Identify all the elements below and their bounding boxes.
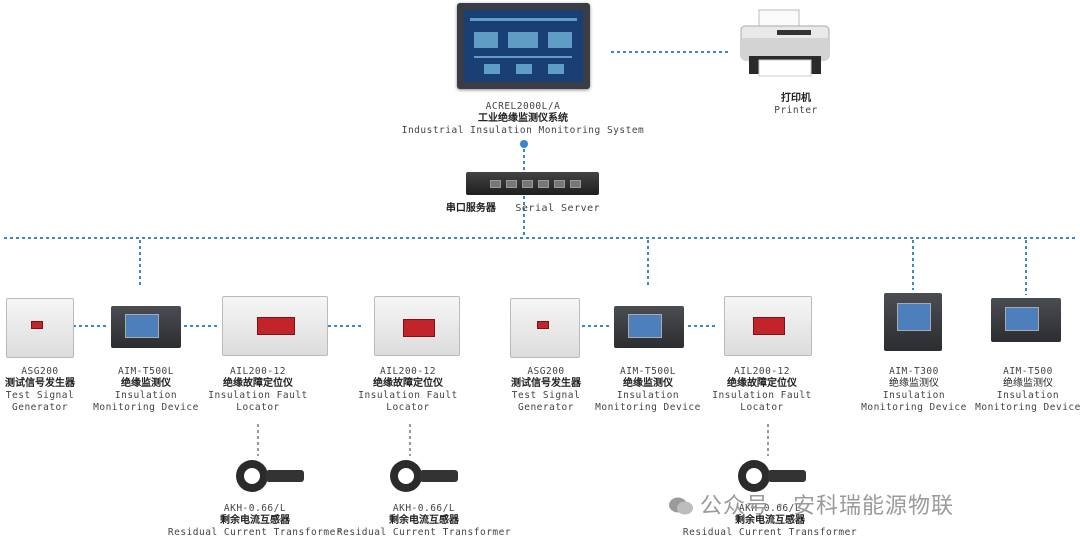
system-model: ACREL2000L/A	[485, 101, 561, 112]
device-name-en: Test Signal	[511, 390, 581, 401]
device-model: AIL200-12	[230, 366, 286, 377]
aim-t500-device-image	[991, 298, 1061, 342]
printer-name-en: Printer	[774, 105, 818, 116]
asg200-device-image	[6, 298, 74, 358]
device-name-en: Insulation	[616, 390, 680, 401]
device-name-en-2: Monitoring Device	[861, 402, 967, 413]
device-name-cn: 测试信号发生器	[5, 378, 75, 389]
device-name-en-2: Monitoring Device	[975, 402, 1080, 413]
device-label-ail200-3: AIL200-12 绝缘故障定位仪 Insulation Fault Locat…	[712, 366, 812, 414]
device-name-en-2: Locator	[740, 402, 784, 413]
printer-icon	[740, 9, 830, 77]
current-transformer-icon-3	[738, 460, 806, 492]
device-name-en-2: Generator	[12, 402, 68, 413]
transformer-name-en: Residual Current Transformer	[682, 527, 858, 538]
device-model: AIM-T500	[1003, 366, 1053, 377]
transformer-label-2: AKH-0.66/L 剩余电流互感器 Residual Current Tran…	[337, 503, 511, 539]
device-label-ail200-2: AIL200-12 绝缘故障定位仪 Insulation Fault Locat…	[358, 366, 458, 414]
ail200-device-image-2	[374, 296, 460, 356]
device-model: ASG200	[527, 366, 565, 377]
serial-server-name-en: Serial Server	[515, 203, 601, 214]
device-name-en-2: Generator	[518, 402, 574, 413]
device-name-en: Insulation	[114, 390, 178, 401]
transformer-label: AKH-0.66/L 剩余电流互感器 Residual Current Tran…	[168, 503, 342, 539]
device-label-aim-t300: AIM-T300 绝缘监测仪 Insulation Monitoring Dev…	[861, 366, 967, 414]
system-label: ACREL2000L/A 工业绝缘监测仪系统 Industrial Insula…	[402, 101, 645, 137]
device-name-cn: 绝缘监测仪	[888, 378, 939, 389]
device-name-cn: 绝缘故障定位仪	[222, 378, 293, 389]
device-name-en: Insulation	[882, 390, 946, 401]
serial-server-label: 串口服务器 Serial Server	[446, 203, 600, 215]
transformer-name-cn: 剩余电流互感器	[220, 515, 290, 526]
device-name-en: Insulation	[996, 390, 1060, 401]
aim-t500l-device-image-2	[614, 306, 684, 348]
device-label-asg200: ASG200 测试信号发生器 Test Signal Generator	[5, 366, 75, 414]
current-transformer-icon	[236, 460, 304, 492]
transformer-name-en: Residual Current Transformer	[167, 527, 343, 538]
device-model: AIL200-12	[734, 366, 790, 377]
wechat-icon	[669, 497, 693, 515]
device-name-cn: 绝缘监测仪	[1002, 378, 1053, 389]
device-name-cn: 绝缘监测仪	[622, 378, 673, 389]
transformer-name-cn: 剩余电流互感器	[389, 515, 459, 526]
device-model: AIM-T500L	[118, 366, 174, 377]
transformer-model: AKH-0.66/L	[392, 503, 456, 514]
ail200-device-image-3	[724, 296, 812, 356]
transformer-model: AKH-0.66/L	[738, 503, 802, 514]
device-name-cn: 测试信号发生器	[511, 378, 581, 389]
device-label-aim-t500l: AIM-T500L 绝缘监测仪 Insulation Monitoring De…	[93, 366, 199, 414]
system-name-cn: 工业绝缘监测仪系统	[478, 113, 568, 124]
transformer-model: AKH-0.66/L	[223, 503, 287, 514]
current-transformer-icon-2	[390, 460, 458, 492]
asg200-device-image-2	[510, 298, 580, 358]
device-model: AIM-T500L	[620, 366, 676, 377]
printer-name-cn: 打印机	[780, 93, 811, 104]
device-label-asg200-2: ASG200 测试信号发生器 Test Signal Generator	[511, 366, 581, 414]
serial-server-icon	[466, 172, 599, 195]
system-name-en: Industrial Insulation Monitoring System	[401, 125, 645, 136]
device-name-en: Insulation Fault	[358, 390, 458, 401]
monitoring-system-screen	[457, 3, 590, 89]
device-name-cn: 绝缘故障定位仪	[372, 378, 443, 389]
device-name-en-2: Monitoring Device	[595, 402, 701, 413]
device-model: AIM-T300	[889, 366, 939, 377]
watermark-text: 公众号 · 安科瑞能源物联	[700, 494, 954, 519]
device-name-en: Insulation Fault	[712, 390, 812, 401]
device-name-en-2: Locator	[236, 402, 280, 413]
transformer-name-en: Residual Current Transformer	[336, 527, 512, 538]
device-label-ail200: AIL200-12 绝缘故障定位仪 Insulation Fault Locat…	[208, 366, 308, 414]
device-name-en: Test Signal	[5, 390, 75, 401]
watermark: 公众号 · 安科瑞能源物联	[668, 488, 954, 520]
transformer-name-cn: 剩余电流互感器	[735, 515, 805, 526]
serial-server-name-cn: 串口服务器	[445, 203, 496, 214]
device-name-en-2: Locator	[386, 402, 430, 413]
device-name-en: Insulation Fault	[208, 390, 308, 401]
device-model: ASG200	[21, 366, 59, 377]
printer-label: 打印机 Printer	[774, 93, 818, 117]
aim-t500l-device-image	[111, 306, 181, 348]
device-label-aim-t500: AIM-T500 绝缘监测仪 Insulation Monitoring Dev…	[975, 366, 1080, 414]
device-label-aim-t500l-2: AIM-T500L 绝缘监测仪 Insulation Monitoring De…	[595, 366, 701, 414]
device-model: AIL200-12	[380, 366, 436, 377]
transformer-label-3: AKH-0.66/L 剩余电流互感器 Residual Current Tran…	[683, 503, 857, 539]
ail200-device-image	[222, 296, 328, 356]
device-name-en-2: Monitoring Device	[93, 402, 199, 413]
device-name-cn: 绝缘故障定位仪	[726, 378, 797, 389]
aim-t300-device-image	[884, 293, 942, 351]
device-name-cn: 绝缘监测仪	[120, 378, 171, 389]
